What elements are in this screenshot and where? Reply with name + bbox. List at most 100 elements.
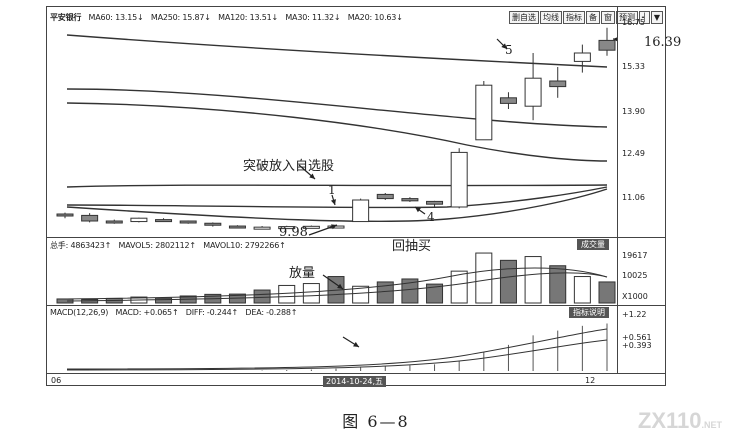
volume-bar: [155, 297, 173, 304]
macd-tick: +1.22: [622, 310, 647, 319]
point-5-arrow-head: [501, 43, 507, 49]
volume-bar: [352, 285, 370, 304]
volume-bar: [278, 284, 296, 304]
volume-item: 总手: 4863423↑: [50, 241, 112, 250]
candle-body: [549, 80, 567, 88]
macd-header: MACD(12,26,9) MACD: +0.065↑ DIFF: -0.244…: [50, 308, 302, 317]
candle-body: [278, 226, 296, 230]
macd-tick: +0.561: [622, 333, 652, 342]
backup-button[interactable]: 备: [586, 11, 601, 24]
candle-body: [302, 225, 320, 229]
candle-body: [475, 84, 493, 141]
macd-arrow-head: [353, 341, 359, 347]
ma-line: [66, 88, 608, 128]
candle-body: [253, 226, 271, 230]
volume-bar: [401, 278, 419, 304]
volume-bar: [253, 289, 271, 304]
ma-item: MA60: 13.15↓: [88, 13, 144, 22]
volume-bar: [598, 281, 616, 304]
pullback-label: 回抽买: [392, 239, 432, 254]
high-price-label: 16.39: [644, 35, 682, 50]
pin-icon[interactable]: ┥: [639, 11, 650, 24]
macd-item: MACD(12,26,9): [50, 308, 109, 317]
candle-body: [499, 97, 517, 104]
price-tick: 13.90: [622, 107, 645, 116]
candle-body: [376, 193, 394, 200]
volume-bar: [549, 265, 567, 304]
candle-body: [130, 217, 148, 223]
point-1-label: 1: [328, 183, 336, 197]
candle-body: [450, 151, 468, 208]
volume-tag[interactable]: 成交量: [577, 239, 609, 250]
watermark-sub: .NET: [701, 420, 722, 430]
candle-body: [327, 225, 345, 229]
volume-bar: [475, 252, 493, 304]
volume-item: MAVOL10: 2792266↑: [203, 241, 286, 250]
price-header: 平安银行 MA60: 13.15↓ MA250: 15.87↓ MA120: 1…: [50, 12, 408, 23]
chart-svg: [56, 27, 617, 371]
macd-item: DIFF: -0.244↑: [185, 308, 239, 317]
volume-ma-line: [66, 272, 608, 302]
stock-name: 平安银行: [50, 13, 82, 22]
point-4-label: 4: [427, 210, 435, 224]
price-tick: 12.49: [622, 149, 645, 158]
macd-item: DEA: -0.288↑: [245, 308, 298, 317]
point-1-arrow-head: [330, 199, 336, 205]
volume-item: MAVOL5: 2802112↑: [118, 241, 197, 250]
ma-line: [66, 188, 608, 223]
date-cursor-box: 2014-10-24,五: [323, 376, 387, 387]
figure-caption: 图 6—8: [342, 412, 410, 431]
price-tick: 15.33: [622, 62, 645, 71]
price-tick: 16.75: [622, 18, 645, 27]
volume-macd-divider: [47, 305, 665, 306]
chevron-down-icon[interactable]: ▼: [650, 11, 663, 24]
breakout-label: 突破放入自选股: [243, 159, 335, 174]
ma-button[interactable]: 均线: [540, 11, 563, 24]
volume-tick: 10025: [622, 271, 648, 280]
candle-body: [426, 200, 444, 205]
volume-label: 放量: [289, 266, 316, 281]
macd-dea-line: [66, 339, 608, 371]
watermark: ZX110.NET: [638, 408, 722, 434]
candle-body: [56, 213, 74, 217]
candle-body: [352, 199, 370, 223]
price-tick: 11.06: [622, 193, 645, 202]
window-button[interactable]: 窗: [601, 11, 616, 24]
ma-item: MA120: 13.51↓: [218, 13, 279, 22]
indicator-button[interactable]: 指标: [563, 11, 586, 24]
candle-body: [598, 39, 616, 51]
ma-item: MA30: 11.32↓: [285, 13, 341, 22]
candle-body: [524, 77, 542, 107]
volume-bar: [573, 276, 591, 304]
candle-body: [228, 225, 246, 229]
ma-line: [66, 186, 608, 209]
toolbar: 删自选 均线 指标 备 窗 预测 ┥ ▼: [509, 11, 663, 24]
candle-body: [81, 214, 99, 222]
candle-body: [105, 220, 123, 224]
volume-header: 总手: 4863423↑ MAVOL5: 2802112↑ MAVOL10: 2…: [50, 240, 291, 251]
macd-tag[interactable]: 指标说明: [569, 307, 609, 318]
volume-tick: X1000: [622, 292, 648, 301]
volume-bar: [302, 283, 320, 304]
price-volume-divider: [47, 237, 665, 238]
volume-ma-line: [66, 267, 608, 300]
volume-bar: [450, 270, 468, 304]
forecast-button[interactable]: 预测: [616, 11, 639, 24]
volume-bar: [524, 256, 542, 304]
macd-date-divider: [47, 373, 665, 374]
volume-arrow-head: [337, 283, 343, 289]
right-axis-line: [617, 7, 618, 373]
low-price-label: 9.98: [279, 225, 308, 240]
breakout-arrow-head: [309, 173, 315, 179]
candle-body: [179, 220, 197, 224]
ma-line: [66, 102, 608, 162]
delete-favorite-button[interactable]: 删自选: [509, 11, 540, 24]
candle-body: [155, 219, 173, 223]
volume-bar: [499, 259, 517, 304]
high-price-arrow-head: [613, 37, 617, 42]
ma-item: MA250: 15.87↓: [150, 13, 211, 22]
date-tick: 06: [51, 376, 62, 385]
candle-body: [204, 222, 222, 226]
volume-tick: 19617: [622, 251, 648, 260]
macd-diff-line: [66, 328, 608, 370]
